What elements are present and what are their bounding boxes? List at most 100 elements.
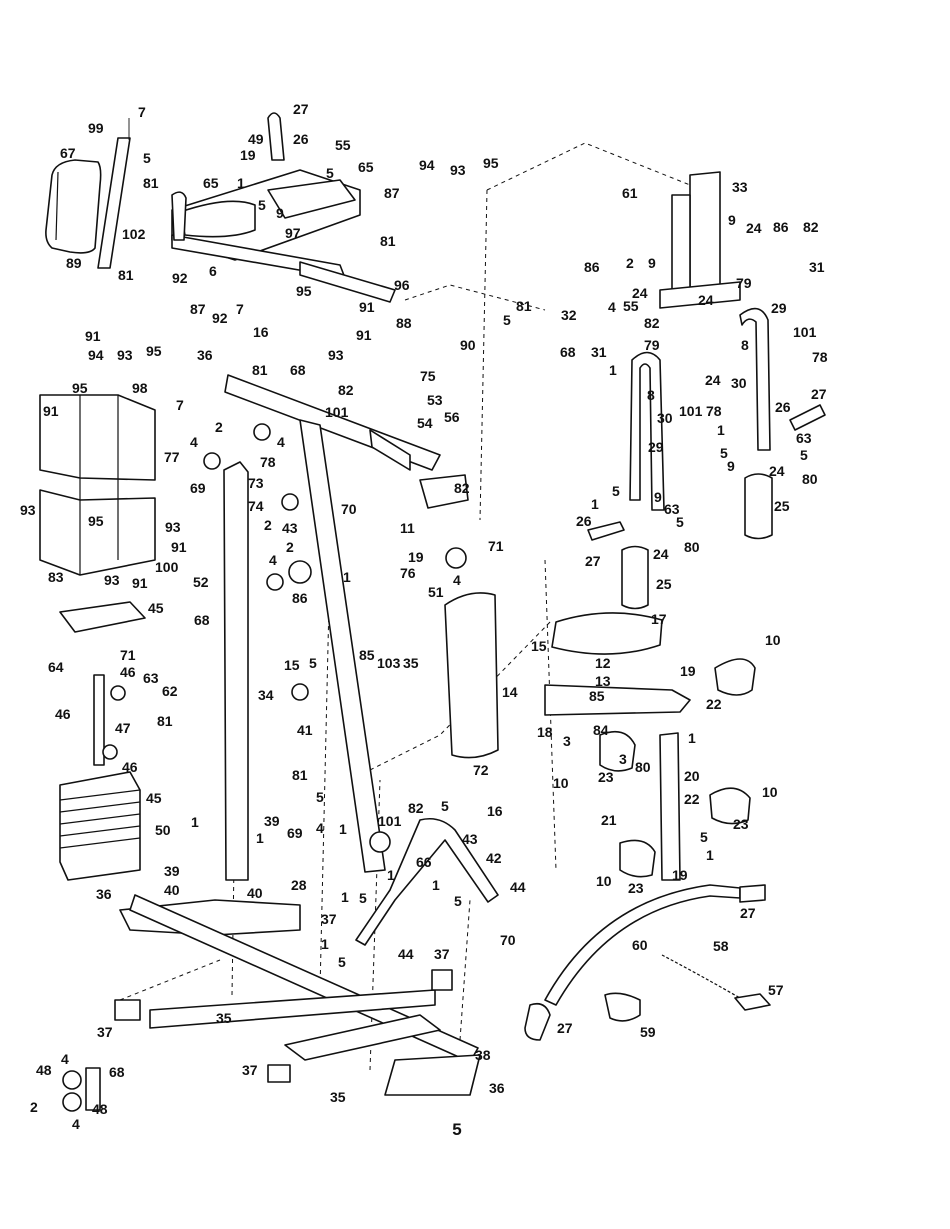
callout: 81 — [516, 298, 532, 314]
callout: 87 — [384, 185, 400, 201]
callout: 85 — [589, 688, 605, 704]
callout: 14 — [502, 684, 518, 700]
callout: 1 — [387, 867, 395, 883]
callout: 1 — [591, 496, 599, 512]
callout: 3 — [563, 733, 571, 749]
callout: 1 — [237, 175, 245, 191]
callout: 7 — [176, 397, 184, 413]
callout: 27 — [740, 905, 756, 921]
callout: 34 — [258, 687, 274, 703]
callout: 24 — [653, 546, 669, 562]
callout: 91 — [43, 403, 59, 419]
callout: 23 — [598, 769, 614, 785]
callout: 103 — [377, 655, 401, 671]
callout: 5 — [612, 483, 620, 499]
callout: 40 — [164, 882, 180, 898]
callout: 10 — [596, 873, 612, 889]
callout: 35 — [403, 655, 419, 671]
callout: 12 — [595, 655, 611, 671]
callout: 15 — [531, 638, 547, 654]
callout: 20 — [684, 768, 700, 784]
callout: 1 — [609, 362, 617, 378]
callout: 5 — [258, 197, 266, 213]
callout: 22 — [684, 791, 700, 807]
callout: 4 — [453, 572, 461, 588]
callout: 24 — [698, 292, 714, 308]
callout: 63 — [796, 430, 812, 446]
callout: 19 — [240, 147, 256, 163]
callout: 48 — [92, 1101, 108, 1117]
callout: 2 — [626, 255, 634, 271]
callout: 49 — [248, 131, 264, 147]
callout: 81 — [157, 713, 173, 729]
callout: 95 — [88, 513, 104, 529]
base-frame — [114, 894, 481, 1096]
callout: 59 — [640, 1024, 656, 1040]
callout: 37 — [321, 911, 337, 927]
callout: 9 — [727, 458, 735, 474]
callout: 38 — [475, 1047, 491, 1063]
callout: 91 — [132, 575, 148, 591]
callout: 91 — [356, 327, 372, 343]
callout: 82 — [338, 382, 354, 398]
callout: 31 — [591, 344, 607, 360]
callout: 85 — [359, 647, 375, 663]
callout: 94 — [88, 347, 104, 363]
callout: 62 — [162, 683, 178, 699]
back-pad-72 — [444, 592, 499, 759]
callout: 9 — [654, 489, 662, 505]
callout: 93 — [328, 347, 344, 363]
callout: 81 — [118, 267, 134, 283]
callout: 46 — [122, 759, 138, 775]
callout: 1 — [341, 889, 349, 905]
callout: 26 — [775, 399, 791, 415]
callout: 55 — [335, 137, 351, 153]
callout: 11 — [400, 520, 415, 536]
callout: 5 — [676, 514, 684, 530]
callout: 98 — [132, 380, 148, 396]
callout: 86 — [292, 590, 308, 606]
callout: 101 — [679, 403, 703, 419]
callout: 1 — [706, 847, 714, 863]
callout: 4 — [61, 1051, 69, 1067]
callout: 29 — [771, 300, 787, 316]
callout: 80 — [802, 471, 818, 487]
callout: 76 — [400, 565, 416, 581]
page-number: 5 — [452, 1120, 462, 1139]
lat-bar-60 — [524, 884, 771, 1041]
callout: 92 — [172, 270, 188, 286]
callout: 16 — [487, 803, 503, 819]
callout: 25 — [774, 498, 790, 514]
callout: 68 — [194, 612, 210, 628]
callout: 19 — [408, 549, 424, 565]
callout: 27 — [811, 386, 827, 402]
callout: 5 — [503, 312, 511, 328]
callout: 4 — [277, 434, 285, 450]
callout: 86 — [773, 219, 789, 235]
callout: 36 — [489, 1080, 505, 1096]
callout: 10 — [553, 775, 569, 791]
callout: 37 — [242, 1062, 258, 1078]
pulley-bracket — [62, 1067, 101, 1112]
callout: 4 — [72, 1116, 80, 1132]
callout: 25 — [656, 576, 672, 592]
callout: 1 — [256, 830, 264, 846]
callout: 79 — [736, 275, 752, 291]
callout: 5 — [316, 789, 324, 805]
callout: 63 — [143, 670, 159, 686]
callout: 93 — [104, 572, 120, 588]
callout: 45 — [146, 790, 162, 806]
callout: 100 — [155, 559, 179, 575]
callout: 95 — [146, 343, 162, 359]
callout: 78 — [260, 454, 276, 470]
callout: 91 — [171, 539, 187, 555]
callout: 82 — [644, 315, 660, 331]
callout: 26 — [293, 131, 309, 147]
callout: 90 — [460, 337, 476, 353]
callout: 91 — [85, 328, 101, 344]
pad-arm-99 — [97, 118, 131, 269]
callout: 7 — [138, 104, 146, 120]
callout: 7 — [236, 301, 244, 317]
callout: 91 — [359, 299, 375, 315]
